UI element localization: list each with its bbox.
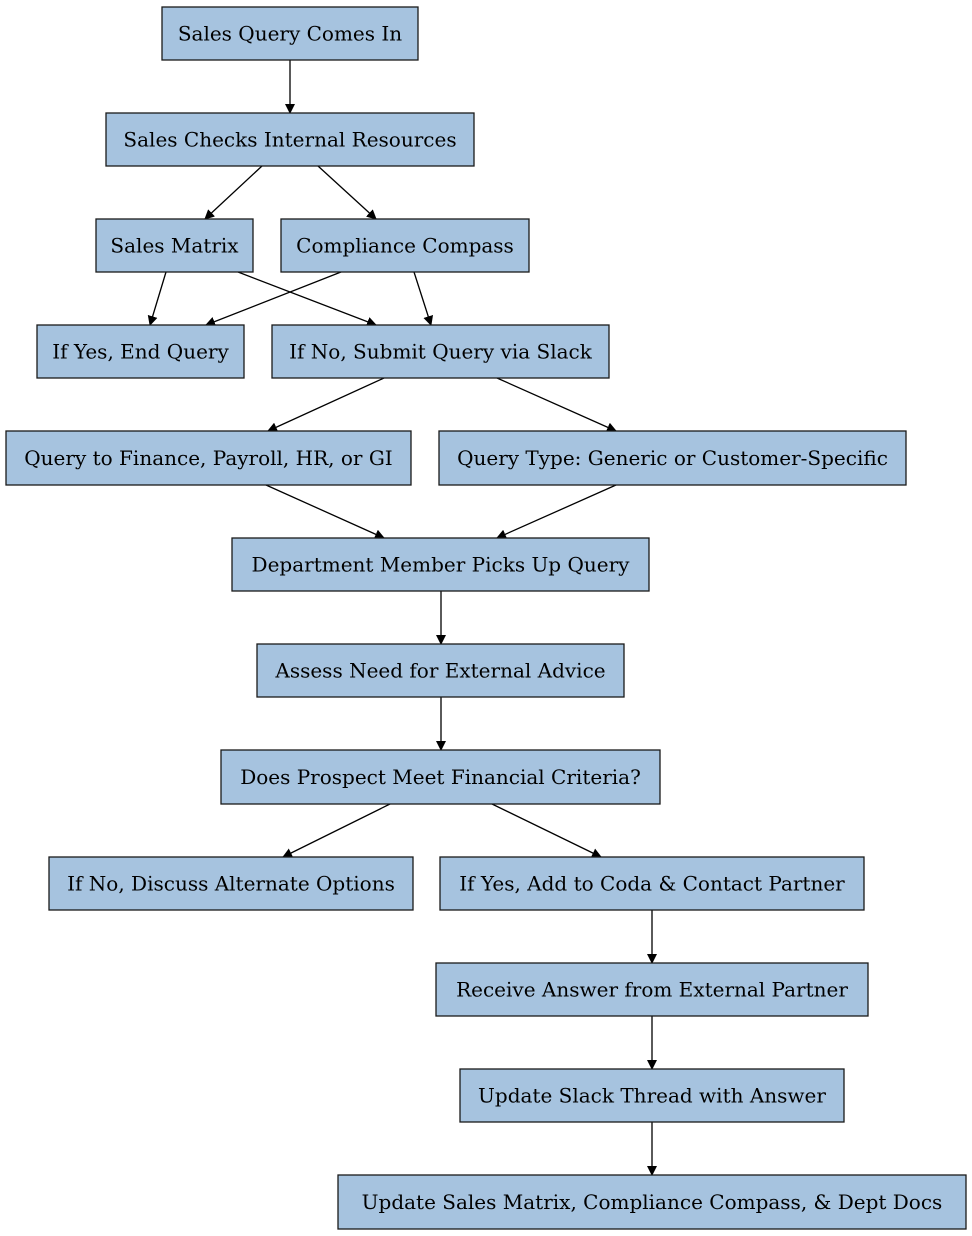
node-sales-matrix: Sales Matrix xyxy=(95,218,254,273)
node-sales-query-label: Sales Query Comes In xyxy=(178,22,402,46)
node-no-alternate: If No, Discuss Alternate Options xyxy=(48,856,414,911)
nodes: Sales Query Comes In Sales Checks Intern… xyxy=(5,6,967,1230)
node-query-dept-label: Query to Finance, Payroll, HR, or GI xyxy=(24,446,392,470)
node-no-alternate-label: If No, Discuss Alternate Options xyxy=(67,872,395,896)
node-check-internal-label: Sales Checks Internal Resources xyxy=(123,128,456,152)
node-yes-coda: If Yes, Add to Coda & Contact Partner xyxy=(439,856,865,911)
node-dept-member-label: Department Member Picks Up Query xyxy=(252,553,631,577)
node-query-type: Query Type: Generic or Customer-Specific xyxy=(438,430,907,486)
node-yes-coda-label: If Yes, Add to Coda & Contact Partner xyxy=(459,872,845,896)
edge-check-internal-to-sales-matrix xyxy=(204,165,263,220)
node-query-type-label: Query Type: Generic or Customer-Specific xyxy=(457,446,888,470)
node-yes-end: If Yes, End Query xyxy=(36,324,245,379)
edge-check-internal-to-compliance-compass xyxy=(317,165,377,220)
node-update-docs-label: Update Sales Matrix, Compliance Compass,… xyxy=(362,1190,943,1214)
edge-sales-matrix-to-yes-end xyxy=(147,271,167,326)
edge-financial-criteria-to-no-alternate xyxy=(282,803,391,858)
node-financial-criteria-label: Does Prospect Meet Financial Criteria? xyxy=(240,765,641,789)
node-sales-query: Sales Query Comes In xyxy=(161,6,419,61)
node-update-slack: Update Slack Thread with Answer xyxy=(459,1068,845,1123)
node-sales-matrix-label: Sales Matrix xyxy=(110,234,239,258)
node-receive-answer: Receive Answer from External Partner xyxy=(435,962,869,1017)
node-update-docs: Update Sales Matrix, Compliance Compass,… xyxy=(337,1174,967,1230)
node-assess-external-label: Assess Need for External Advice xyxy=(274,659,605,683)
edge-no-slack-to-query-type xyxy=(496,377,617,432)
node-assess-external: Assess Need for External Advice xyxy=(256,643,625,698)
node-check-internal: Sales Checks Internal Resources xyxy=(105,112,475,167)
edges xyxy=(147,60,657,1176)
node-compliance-compass: Compliance Compass xyxy=(280,218,530,273)
node-receive-answer-label: Receive Answer from External Partner xyxy=(456,978,848,1002)
edge-financial-criteria-to-yes-coda xyxy=(491,803,602,858)
edge-compliance-compass-to-yes-end xyxy=(205,271,342,327)
node-yes-end-label: If Yes, End Query xyxy=(52,340,229,364)
node-no-slack: If No, Submit Query via Slack xyxy=(271,324,610,379)
node-dept-member: Department Member Picks Up Query xyxy=(231,537,650,592)
node-update-slack-label: Update Slack Thread with Answer xyxy=(478,1084,826,1108)
edge-compliance-compass-to-no-slack xyxy=(413,271,434,326)
node-no-slack-label: If No, Submit Query via Slack xyxy=(289,340,593,364)
edge-query-type-to-dept-member xyxy=(496,484,617,539)
node-query-dept: Query to Finance, Payroll, HR, or GI xyxy=(5,430,412,486)
edge-sales-matrix-to-no-slack xyxy=(237,271,377,327)
node-compliance-compass-label: Compliance Compass xyxy=(296,234,514,258)
edge-no-slack-to-query-dept xyxy=(267,377,385,432)
edge-query-dept-to-dept-member xyxy=(265,484,385,539)
node-financial-criteria: Does Prospect Meet Financial Criteria? xyxy=(220,749,661,805)
